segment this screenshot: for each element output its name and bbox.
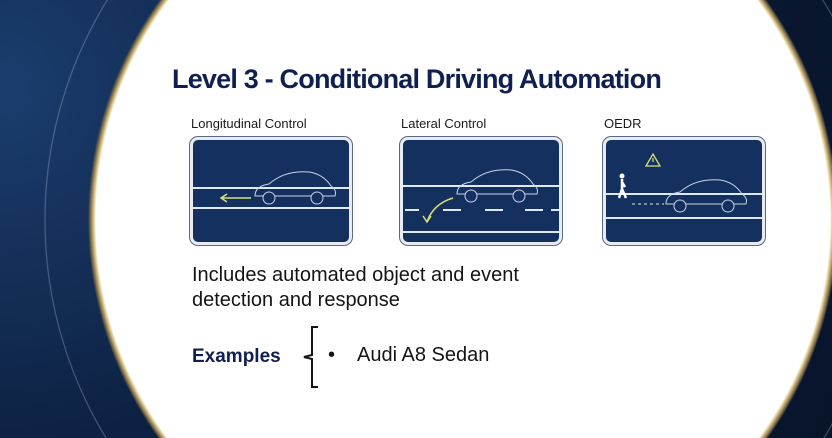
brace-icon (303, 326, 318, 388)
slide-title: Level 3 - Conditional Driving Automation (172, 64, 662, 94)
description-text: Includes automated object and event dete… (192, 264, 519, 311)
longitudinal-control-panel (190, 137, 352, 245)
car-lane-change-arrow-icon (403, 169, 559, 233)
example-item: Audi A8 Sedan (357, 344, 490, 366)
examples-label: Examples (192, 346, 281, 367)
oedr-panel (603, 137, 765, 245)
panel-label-longitudinal: Longitudinal Control (191, 116, 307, 131)
lateral-control-panel (400, 137, 562, 245)
pedestrian-warning-icon (606, 152, 762, 219)
car-longitudinal-arrow-icon (193, 171, 349, 209)
panel-label-oedr: OEDR (604, 116, 642, 131)
panel-label-lateral: Lateral Control (401, 116, 487, 131)
bullet: • (328, 344, 336, 366)
